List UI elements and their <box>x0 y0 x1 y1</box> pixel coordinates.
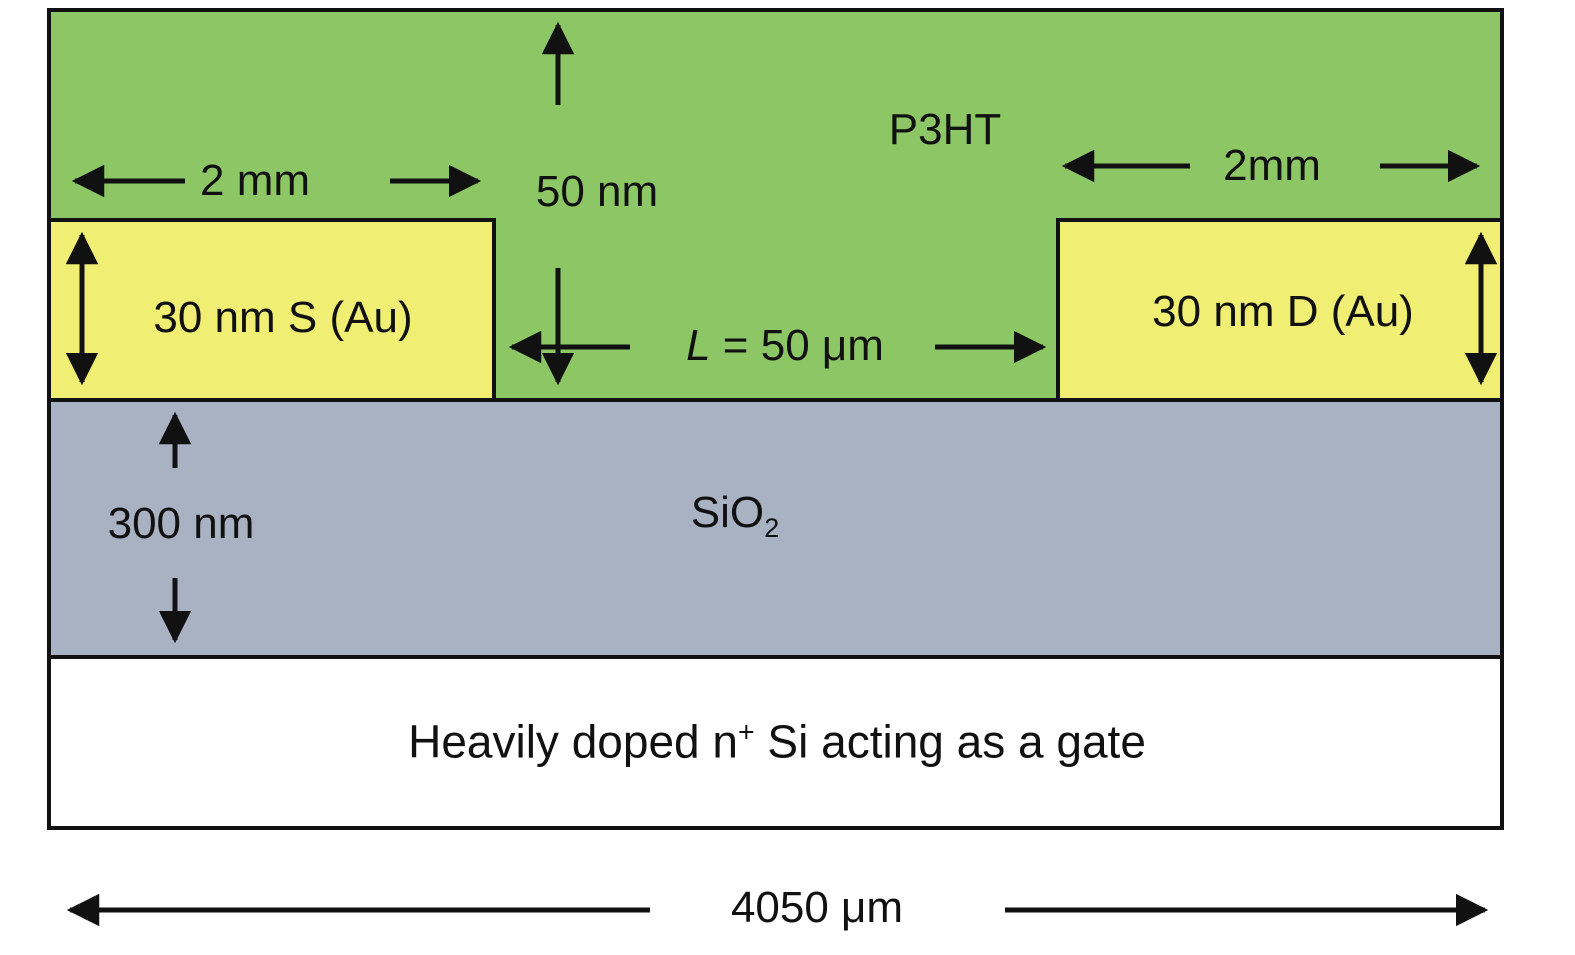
sio2-subscript: 2 <box>764 511 780 543</box>
source-width-label: 2 mm <box>200 155 310 205</box>
drain-label: 30 nm D (Au) <box>1152 286 1414 336</box>
total-width-label: 4050 μm <box>730 882 904 932</box>
gate-label: Heavily doped n+ Si acting as a gate <box>408 715 1146 768</box>
p3ht-thickness-label: 50 nm <box>535 166 659 216</box>
drain-electrode <box>1056 218 1504 398</box>
sio2-base: SiO <box>690 488 765 538</box>
channel-value: = 50 μm <box>710 320 884 370</box>
sio2-label: SiO2 <box>690 488 780 543</box>
source-electrode <box>47 218 496 398</box>
gate-text-pre: Heavily doped n <box>408 715 738 768</box>
channel-length-label: L = 50 μm <box>686 320 884 370</box>
drain-width-label: 2mm <box>1223 140 1321 190</box>
source-label: 30 nm S (Au) <box>153 292 413 342</box>
gate-superscript: + <box>737 716 755 749</box>
sio2-layer <box>47 398 1504 655</box>
gate-layer <box>47 655 1504 830</box>
gate-text-post: Si acting as a gate <box>754 715 1146 768</box>
oxide-thickness-label: 300 nm <box>107 498 255 548</box>
p3ht-label: P3HT <box>888 104 1002 154</box>
channel-variable: L <box>686 320 711 370</box>
